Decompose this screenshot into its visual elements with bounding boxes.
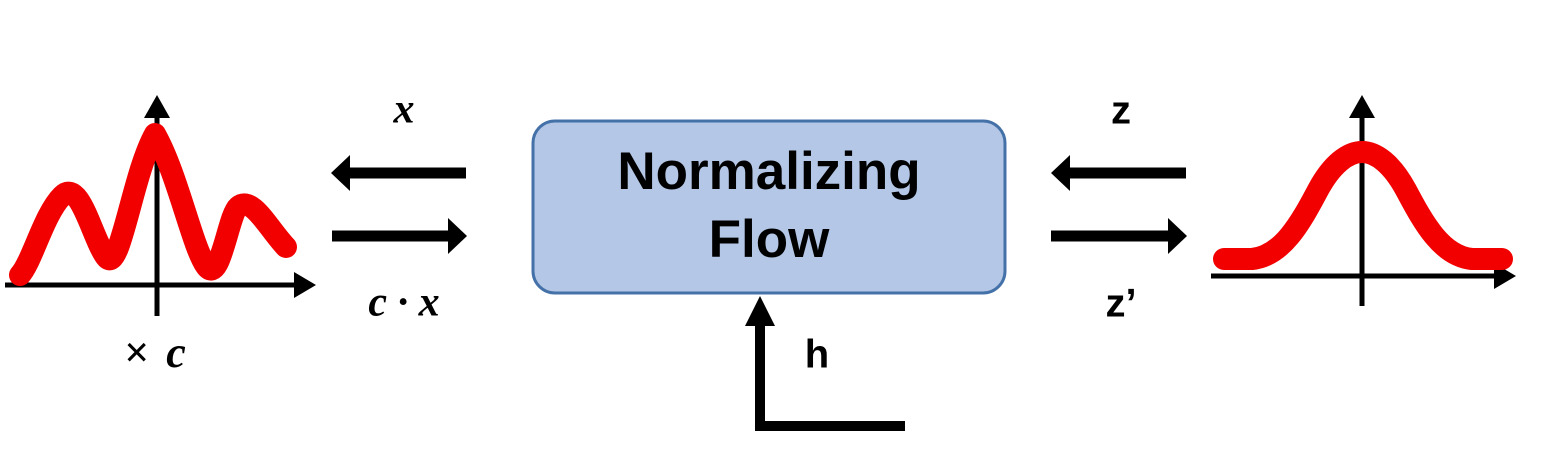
- left-plot-caption: × c: [124, 328, 186, 377]
- right-plot-group: [1211, 95, 1516, 306]
- left-plot-group: × c: [5, 95, 316, 377]
- edge-arrow-h-head: [745, 296, 775, 326]
- edge-label-zprime: z’: [1105, 282, 1136, 326]
- edge-arrow-cx-head: [448, 218, 467, 254]
- edge-arrow-x-head: [331, 155, 350, 191]
- left-edges-group: x c · x: [331, 87, 467, 326]
- conditioner-edge-group: h: [745, 296, 905, 431]
- edge-label-x: x: [393, 87, 415, 133]
- right-edges-group: z z’: [1051, 89, 1187, 326]
- scale-factor-symbol: c: [166, 328, 186, 377]
- flow-box-label-line1: Normalizing: [617, 142, 920, 201]
- left-plot-x-axis-arrowhead: [294, 272, 316, 298]
- edge-label-h: h: [805, 333, 829, 377]
- edge-label-cx: c · x: [368, 280, 439, 326]
- edge-label-z: z: [1111, 89, 1131, 133]
- edge-arrow-z-head: [1051, 155, 1070, 191]
- right-plot-density-curve: [1213, 141, 1513, 270]
- left-plot-y-axis-arrowhead: [144, 95, 170, 118]
- flow-box-label-line2: Flow: [709, 210, 830, 269]
- left-plot-density-curve: [9, 123, 297, 286]
- multiply-sign: ×: [124, 328, 160, 377]
- edge-arrow-zprime-head: [1168, 218, 1187, 254]
- normalizing-flow-box[interactable]: Normalizing Flow: [531, 119, 1007, 295]
- right-plot-y-axis-arrowhead: [1349, 95, 1375, 118]
- flow-box-background[interactable]: [531, 119, 1007, 295]
- edge-arrow-h-shaft: [755, 322, 905, 431]
